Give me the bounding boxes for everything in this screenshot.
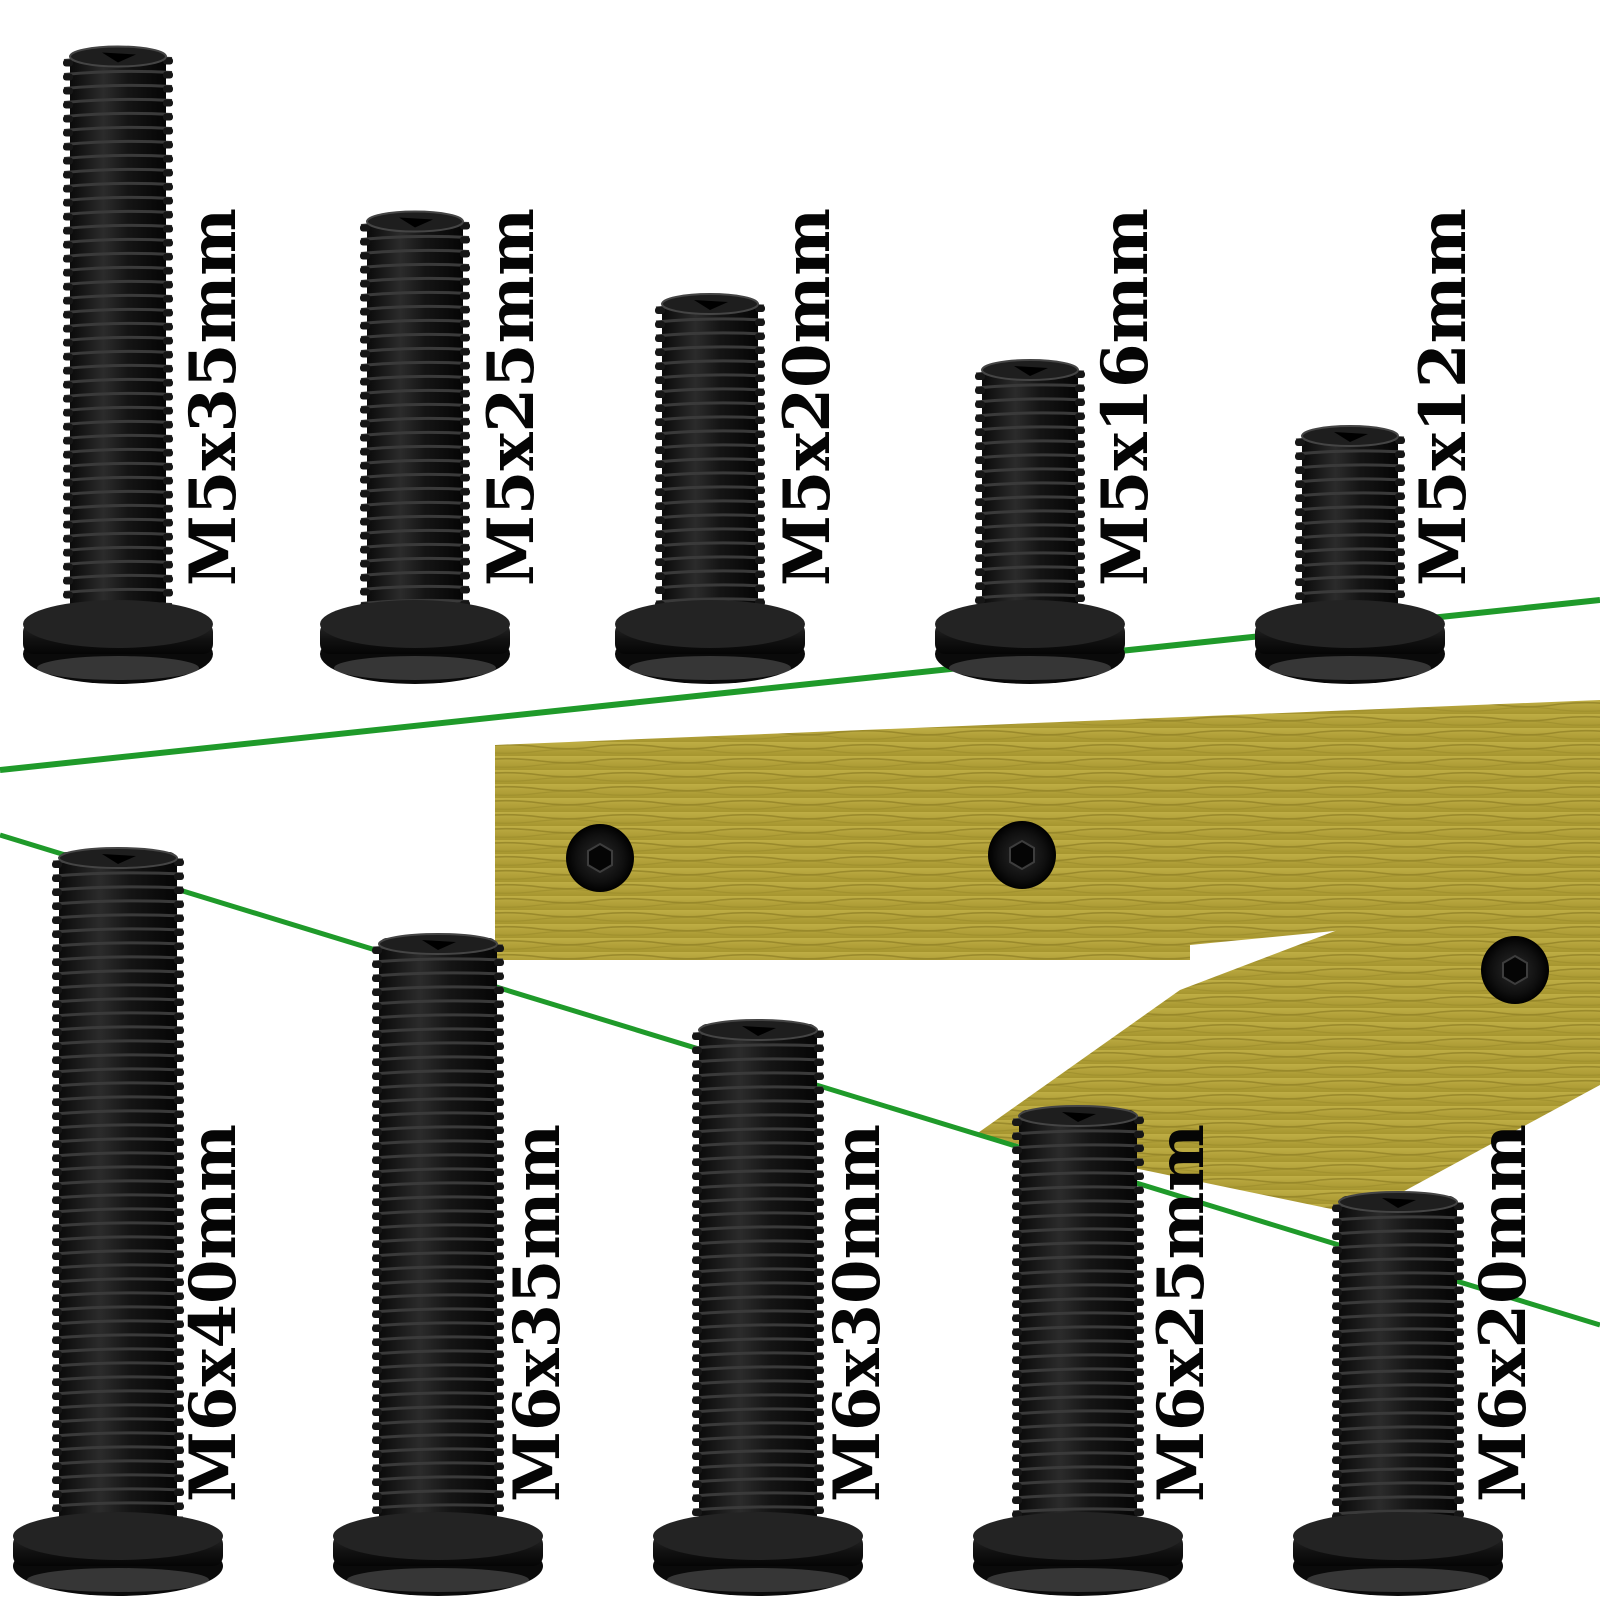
size-label-m5x35: M5x35mm <box>176 207 251 586</box>
size-label-m5x16: M5x16mm <box>1088 207 1163 586</box>
size-label-m5x20: M5x20mm <box>770 207 845 586</box>
screw-row-m6 <box>13 847 1503 1596</box>
screw-m5x35mm <box>23 45 213 684</box>
screw-m6x35mm <box>333 933 543 1596</box>
screw-m6x40mm <box>13 847 223 1596</box>
screw-m5x12mm <box>1255 425 1445 684</box>
upper-wood-plank <box>495 700 1600 960</box>
screw-m6x20mm <box>1293 1191 1503 1596</box>
size-label-m5x12: M5x12mm <box>1406 207 1481 586</box>
hex-bolt-1 <box>566 824 634 892</box>
size-label-m6x35: M6x35mm <box>500 1123 575 1502</box>
screw-m5x16mm <box>935 359 1125 684</box>
hex-bolt-2 <box>988 821 1056 889</box>
size-label-m6x30: M6x30mm <box>820 1123 895 1502</box>
size-label-m6x25: M6x25mm <box>1144 1123 1219 1502</box>
screw-m6x25mm <box>973 1105 1183 1596</box>
size-label-m6x20: M6x20mm <box>1466 1123 1541 1502</box>
screw-m5x20mm <box>615 293 805 684</box>
screw-row-m5 <box>23 45 1445 684</box>
screw-m6x30mm <box>653 1019 863 1596</box>
hex-bolt-3 <box>1481 936 1549 1004</box>
size-label-m5x25: M5x25mm <box>474 207 549 586</box>
size-label-m6x40: M6x40mm <box>176 1123 251 1502</box>
screw-m5x25mm <box>320 210 510 684</box>
